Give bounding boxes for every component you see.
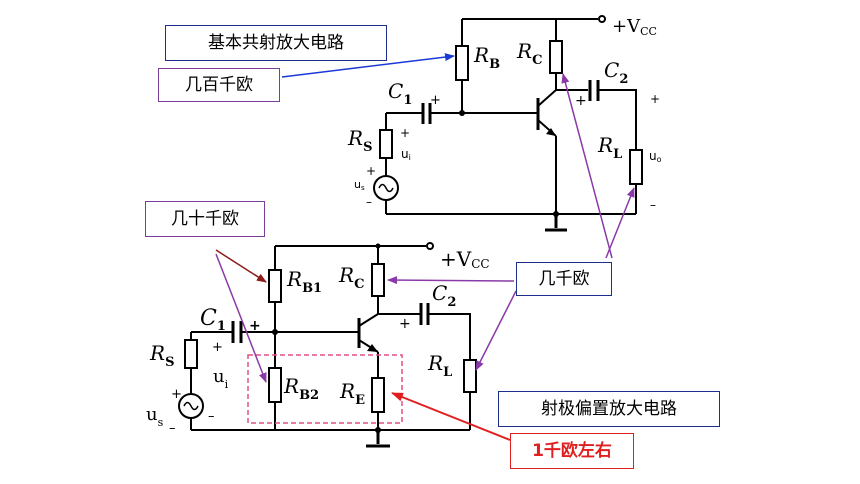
top-c2-capacitor [588,80,600,101]
annotation-arrows [215,53,635,441]
emitter-bias-circuit: +VCC RB1 RB2 RC RE + C2 RL [146,242,490,448]
bottom-source-plus: + [171,387,182,402]
top-rl-resistor [629,149,643,185]
arrow-kohm-to-top-rl [605,187,635,259]
bottom-input-plus: + [212,340,223,355]
bottom-c1-plus: + [249,318,261,334]
top-rc-label: RC [516,39,542,68]
bottom-c2-right-wire [428,313,471,360]
bottom-c1-label: C1 [200,306,226,334]
bottom-rc-resistor [371,263,385,297]
bottom-rb1-label: RB1 [286,267,322,296]
top-rl-label: RL [597,133,622,162]
top-output-plus: + [650,92,660,106]
arrow-one-kohm-to-re [391,392,511,441]
top-uo-label: uo [649,149,662,164]
top-us-label: us [354,178,365,192]
bottom-transistor-collector [358,313,379,327]
top-emitter-arrow [546,128,556,136]
bottom-c1-capacitor [231,321,243,343]
bottom-rl-label: RL [427,351,452,380]
bottom-rb1-resistor [268,269,282,303]
top-rb-label: RB [473,43,500,72]
one-kohm-note: 1千欧左右 [510,433,634,469]
top-source-sine [378,183,394,193]
bottom-input-minus: – [169,421,176,436]
tens-kohm-note: 几十千欧 [145,201,265,237]
top-output-minus: – [650,198,656,212]
top-input-plus: + [400,126,410,140]
top-c2-right-wire [598,89,637,150]
top-rs-resistor [379,129,393,159]
bottom-source-minus: – [208,409,215,424]
basic-amplifier-circuit: +VCC RB RC + C2 RL + uo – + C1 [347,15,662,232]
bottom-c2-label: C2 [432,281,456,310]
bottom-rb2-resistor [268,367,282,403]
bottom-c2-plus: + [399,316,411,332]
bottom-us-label: us [146,404,164,429]
top-c1-capacitor [421,103,432,124]
bottom-rc-label: RC [338,263,364,292]
arrow-kohm-to-top-rc [561,73,613,259]
arrow-tens-to-rb2 [215,253,267,383]
arrow-tens-to-rb1 [215,249,267,283]
arrow-kohm-to-bottom-rc [387,276,515,285]
bottom-re-label: RE [339,379,365,408]
top-ground-symbol [545,214,567,232]
bottom-source-sine [183,401,199,411]
bottom-ground-symbol [366,430,390,448]
hundreds-kohm-note: 几百千欧 [158,68,280,102]
top-rc-resistor [549,40,563,74]
top-transistor-collector [537,89,557,107]
top-vcc-label: +VCC [612,16,657,38]
top-c2-plus: + [575,93,587,109]
top-ui-label: ui [401,147,411,162]
emitter-bias-title: 射极偏置放大电路 [498,391,720,427]
top-vcc-terminal [598,15,606,23]
bottom-emitter-arrow [367,344,378,352]
arrow-kohm-to-bottom-rl [475,290,517,371]
bottom-c2-capacitor [419,303,430,325]
bottom-rl-resistor [463,359,477,393]
top-base-node [459,110,465,116]
bias-highlight-dashed-box [247,354,403,424]
bottom-rs-resistor [184,339,198,369]
top-source-minus: – [366,195,372,209]
top-c1-plus: + [430,93,441,108]
kohm-note: 几千欧 [516,262,612,296]
top-c2-label: C2 [604,58,628,87]
top-source-plus: + [366,164,376,178]
basic-amplifier-title: 基本共射放大电路 [165,25,387,61]
top-c1-label: C1 [388,79,412,108]
top-rb-resistor [455,45,469,81]
bottom-vcc-label: +VCC [440,247,490,271]
bottom-ui-label: ui [213,366,229,391]
top-rs-label: RS [347,126,372,155]
bottom-vcc-terminal [426,242,434,250]
bottom-rs-label: RS [149,341,174,370]
bottom-rb2-label: RB2 [283,374,319,403]
arrow-hundreds-to-rb [281,53,455,78]
bottom-re-resistor [371,377,385,413]
